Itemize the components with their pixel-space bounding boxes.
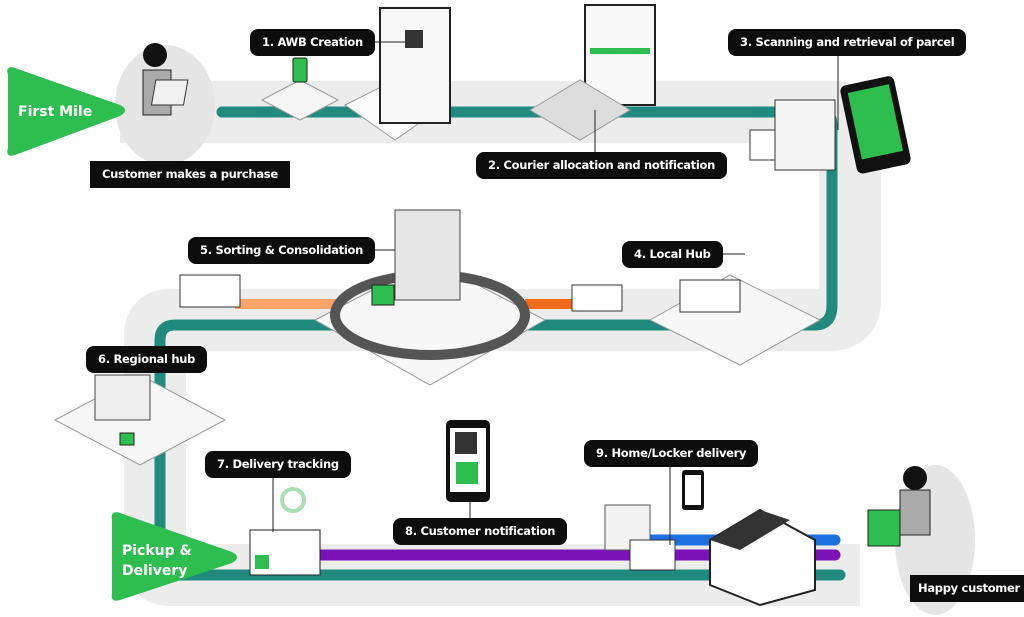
customer-purchase-label: Customer makes a purchase bbox=[90, 161, 290, 188]
warehouse-rack-icon bbox=[394, 209, 461, 301]
step-courier-allocation: 2. Courier allocation and notification bbox=[476, 152, 728, 179]
step-delivery-tracking: 7. Delivery tracking bbox=[205, 451, 351, 478]
step-local-hub: 4. Local Hub bbox=[622, 241, 723, 268]
happy-customer-label: Happy customer bbox=[910, 575, 1024, 602]
warehouse-rack-icon bbox=[774, 99, 836, 171]
truck-icon bbox=[179, 274, 241, 308]
parcel-icon bbox=[255, 555, 269, 569]
laptop-icon bbox=[150, 79, 189, 106]
truck-icon bbox=[571, 284, 623, 312]
truck-icon bbox=[629, 539, 676, 571]
map-platform bbox=[529, 79, 631, 141]
warehouse-rack-icon bbox=[94, 374, 151, 421]
dashboard-screen-icon bbox=[584, 4, 656, 106]
truck-icon bbox=[679, 279, 741, 313]
dashboard-screen-icon bbox=[379, 7, 451, 124]
location-pin-icon bbox=[280, 487, 306, 513]
step-home-locker-delivery: 9. Home/Locker delivery bbox=[584, 440, 759, 467]
first-mile-badge bbox=[7, 67, 125, 156]
happy-customer-person bbox=[903, 466, 927, 490]
step-customer-notification: 8. Customer notification bbox=[393, 518, 568, 545]
pickup-delivery-label: Pickup & Delivery bbox=[122, 543, 192, 579]
pickup-badge bbox=[111, 512, 237, 601]
parcel-icon bbox=[456, 462, 478, 484]
step-scanning-retrieval: 3. Scanning and retrieval of parcel bbox=[728, 29, 967, 56]
step-regional-hub: 6. Regional hub bbox=[86, 346, 208, 373]
parcel-icon bbox=[371, 284, 395, 306]
awb-platform bbox=[260, 79, 340, 121]
step-awb-creation: 1. AWB Creation bbox=[250, 29, 375, 56]
step-sorting-consolidation: 5. Sorting & Consolidation bbox=[188, 237, 375, 264]
customer-person bbox=[143, 43, 167, 67]
parcel-icon bbox=[867, 509, 901, 547]
parcel-icon bbox=[119, 432, 135, 446]
phone-qr-icon bbox=[292, 57, 308, 83]
first-mile-label: First Mile bbox=[18, 104, 93, 120]
